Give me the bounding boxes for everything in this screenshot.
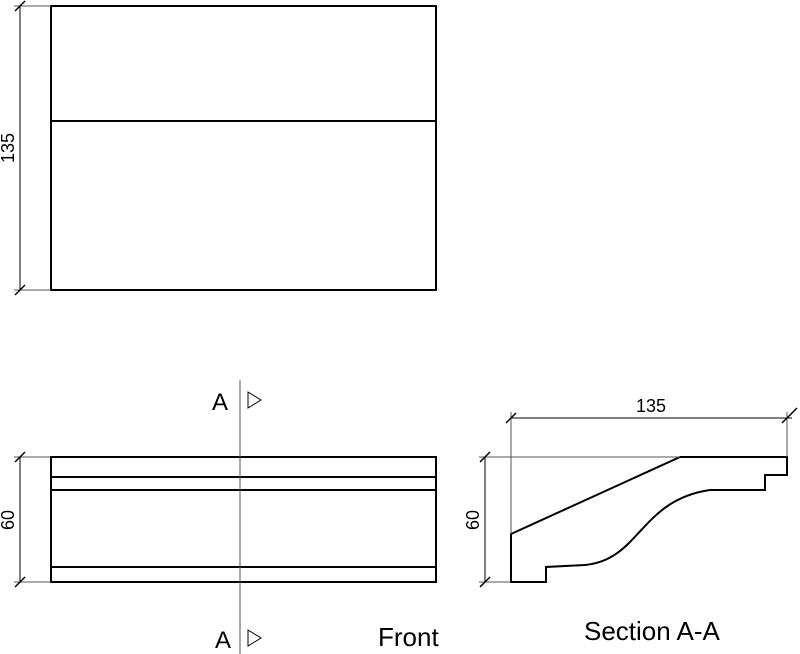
section-height-dimension: 60 [463,451,680,588]
dimension-tick [14,576,26,588]
front-view-label: Front [378,622,439,652]
top-view-height-dimension: 135 [0,0,51,296]
dimension-tick [479,451,491,463]
section-arrow-icon [247,629,262,647]
front-view-outline [50,456,437,583]
dimension-tick [479,576,491,588]
dimension-tick [14,0,26,12]
dimension-text: 60 [463,510,483,530]
section-view: 135 60 Section A-A [463,396,798,646]
section-marker-top: A [212,389,228,416]
cornice-profile [510,456,788,583]
dimension-tick [505,412,517,424]
top-view: 135 [0,0,437,296]
section-marker-bottom: A [215,627,231,654]
dimension-text: 135 [0,133,18,163]
top-view-outline [50,5,437,291]
dimension-tick [14,284,26,296]
section-arrow-icon [247,391,262,409]
dimension-text: 135 [636,396,666,416]
front-view-height-dimension: 60 [0,451,51,588]
dimension-tick [14,451,26,463]
dimension-tick [781,407,798,424]
section-view-label: Section A-A [584,616,721,646]
dimension-text: 60 [0,510,18,530]
front-view: A A 60 Front [0,380,439,654]
section-width-dimension: 135 [505,396,798,534]
